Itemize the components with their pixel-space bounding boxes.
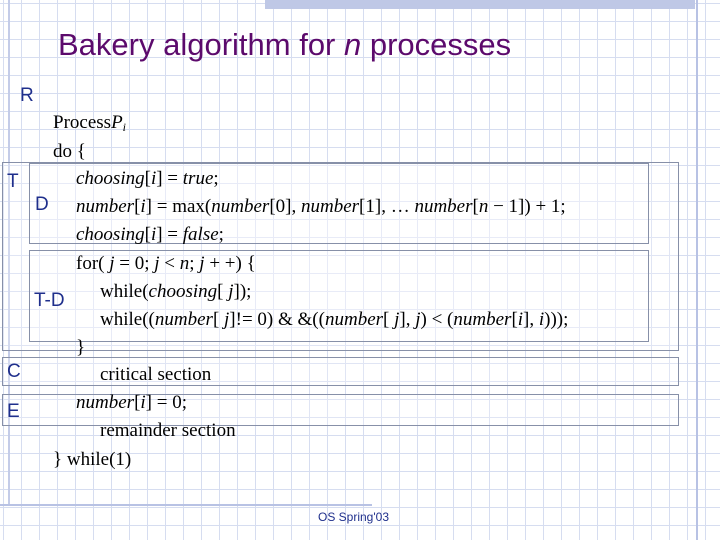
footer-text: OS Spring'03: [318, 510, 389, 524]
code-line-choosing-false: choosing[i] = false;: [76, 225, 224, 244]
code-t: number: [324, 309, 384, 330]
code-t: i: [517, 309, 524, 330]
code-t: j: [199, 253, 205, 274]
code-t: [: [212, 309, 225, 330]
code-t: ] = 0;: [145, 392, 187, 413]
code-t: j: [224, 309, 230, 330]
code-t: ] =: [156, 224, 183, 245]
code-t: j: [154, 253, 160, 274]
box-e: [2, 394, 679, 426]
code-process-var: P: [111, 112, 123, 133]
decorative-top-bar: [265, 0, 695, 9]
title-variable: n: [344, 27, 362, 62]
code-t: ;: [218, 224, 224, 245]
code-t: [1], …: [359, 196, 415, 217]
code-process-keyword: Process: [53, 112, 112, 133]
code-t: ;: [213, 168, 219, 189]
box-d: [29, 163, 649, 244]
code-line-for: for( j = 0; j < n; j + +) {: [76, 254, 256, 273]
label-t: T: [7, 171, 19, 192]
code-t: j: [109, 253, 115, 274]
code-t: ]);: [233, 281, 252, 302]
code-t: i: [538, 309, 545, 330]
code-t: number: [414, 196, 473, 217]
code-line-number-zero: number[i] = 0;: [76, 393, 187, 412]
code-t: choosing: [76, 224, 145, 245]
code-process-sub: i: [122, 120, 127, 134]
code-t: ]!= 0) & &((: [229, 309, 325, 330]
decorative-left-line: [8, 0, 10, 506]
code-t: j: [415, 309, 421, 330]
label-e: E: [7, 401, 20, 422]
code-t: while((: [100, 309, 155, 330]
code-t: n: [478, 196, 489, 217]
code-remainder-section: remainder section: [100, 420, 236, 441]
code-t: i: [150, 168, 157, 189]
decorative-bottom-line: [0, 504, 372, 506]
code-do: do {: [53, 141, 86, 162]
code-t: [: [217, 281, 229, 302]
code-t: number: [453, 309, 512, 330]
code-t: = 0;: [114, 253, 155, 274]
decorative-right-line: [696, 0, 698, 540]
code-line-while-number: while((number[ j]!= 0) & &((number[ j], …: [100, 310, 568, 329]
code-t: number: [300, 196, 360, 217]
code-t: ;: [189, 253, 200, 274]
code-t: number: [154, 309, 213, 330]
code-line-while-choosing: while(choosing[ j]);: [100, 282, 251, 301]
code-t: ) < (: [420, 309, 454, 330]
code-t: i: [140, 392, 146, 413]
code-t: j: [394, 309, 400, 330]
code-t: number: [76, 392, 135, 413]
code-t: <: [159, 253, 180, 274]
code-t: + +) {: [204, 253, 256, 274]
code-t: ] = max(: [145, 196, 212, 217]
code-t: [: [134, 196, 141, 217]
label-d: D: [35, 194, 49, 215]
code-t: i: [150, 224, 157, 245]
box-td: [29, 250, 649, 342]
code-close-for: }: [76, 337, 86, 358]
code-t: n: [179, 253, 190, 274]
code-t: ] =: [156, 168, 183, 189]
code-t: j: [228, 281, 234, 302]
title-text-end: processes: [361, 27, 512, 62]
code-t: false: [182, 224, 219, 245]
code-line-number-max: number[i] = max(number[0], number[1], … …: [76, 197, 566, 216]
code-t: ],: [523, 309, 539, 330]
code-t: [: [144, 168, 151, 189]
code-t: [: [511, 309, 518, 330]
code-t: )));: [544, 309, 569, 330]
code-t: choosing: [148, 281, 218, 302]
code-t: [0],: [269, 196, 301, 217]
code-t: [: [134, 392, 141, 413]
code-t: − 1]) + 1;: [488, 196, 566, 217]
code-t: while(: [100, 281, 149, 302]
code-t: i: [140, 196, 146, 217]
slide-title: Bakery algorithm for n processes: [58, 27, 511, 63]
label-c: C: [7, 361, 21, 382]
label-r: R: [20, 85, 34, 106]
box-c: [2, 357, 679, 386]
code-process: ProcessPi: [53, 113, 126, 133]
code-critical-section: critical section: [100, 364, 212, 385]
box-t: [2, 162, 679, 351]
code-line-choosing-true: choosing[i] = true;: [76, 169, 219, 188]
label-td: T-D: [34, 290, 65, 311]
code-t: [: [144, 224, 151, 245]
code-t: [: [472, 196, 479, 217]
code-t: number: [211, 196, 270, 217]
title-text: Bakery algorithm for: [58, 27, 344, 62]
code-t: [: [383, 309, 395, 330]
code-t: ],: [399, 309, 416, 330]
code-t: for(: [76, 253, 110, 274]
code-t: true: [182, 168, 214, 189]
code-t: number: [76, 196, 135, 217]
code-t: choosing: [76, 168, 145, 189]
code-end-while: } while(1): [53, 449, 132, 470]
